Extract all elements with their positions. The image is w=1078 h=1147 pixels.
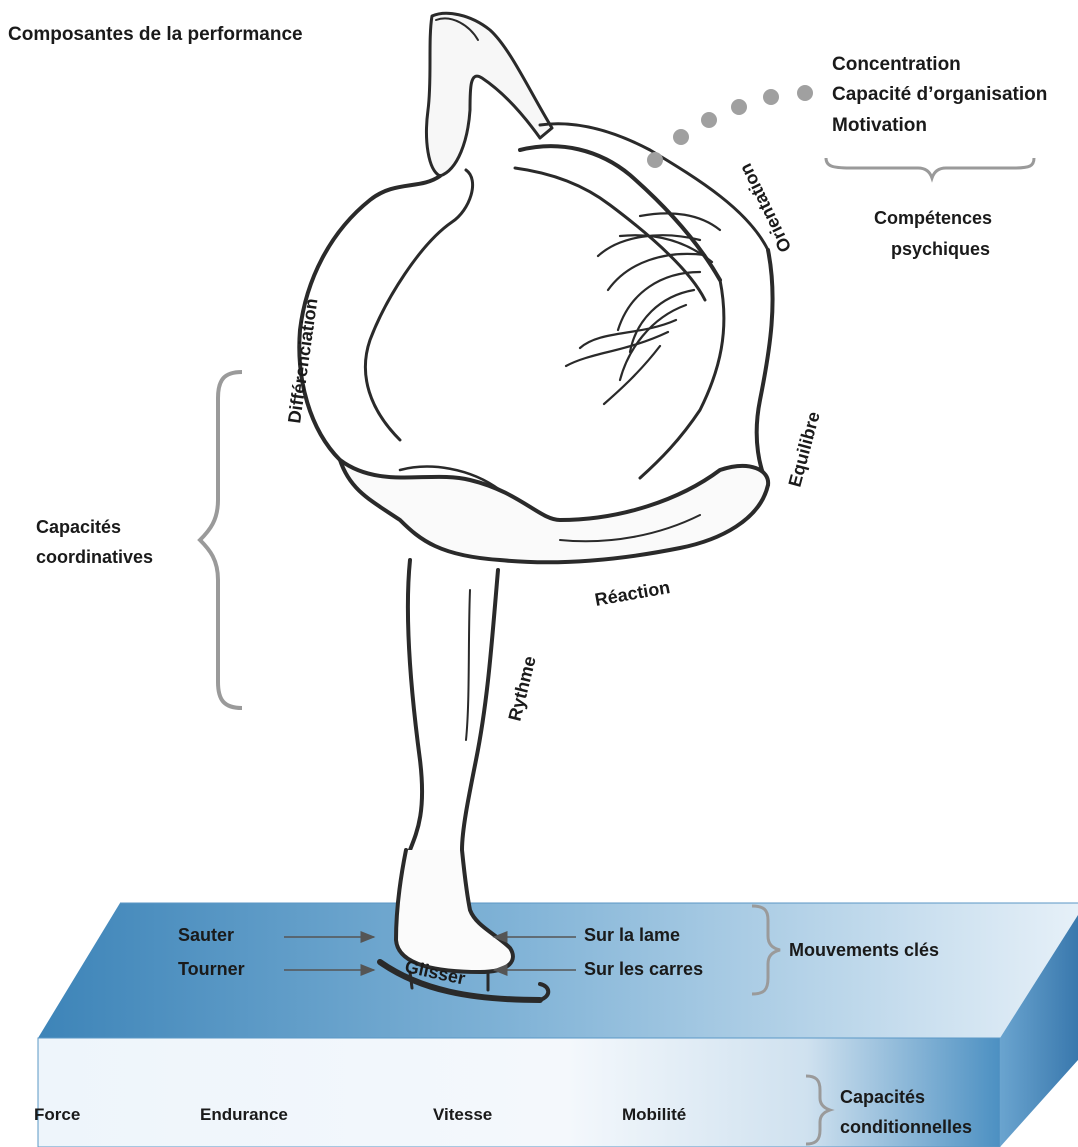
condition-vitesse: Vitesse [433,1105,492,1124]
label-differenciation: Différenciation [284,297,321,425]
psychic-item-organisation: Capacité d’organisation [832,84,1047,105]
label-equilibre: Equilibre [785,409,824,489]
movement-tourner: Tourner [178,959,245,979]
dot-6 [797,85,813,101]
movement-sur-la-lame: Sur la lame [584,925,680,945]
coordinative-group-label-1: Capacités [36,517,121,537]
hair-sketch [566,213,720,404]
psychic-group-label-1: Compétences [874,208,992,228]
label-reaction: Réaction [593,577,671,610]
label-rythme: Rythme [504,654,539,723]
condition-mobilite: Mobilité [622,1105,686,1124]
psychic-item-concentration: Concentration [832,54,961,75]
psychic-item-motivation: Motivation [832,115,927,136]
dot-4 [731,99,747,115]
dot-5 [763,89,779,105]
condition-endurance: Endurance [200,1105,288,1124]
conditional-group-label-2: conditionnelles [840,1117,972,1137]
dot-1 [647,152,663,168]
psychic-brace [826,158,1034,178]
dot-3 [701,112,717,128]
diagram-title: Composantes de la performance [8,24,303,45]
coordinative-group-label-2: coordinatives [36,547,153,567]
movement-sauter: Sauter [178,925,234,945]
dot-2 [673,129,689,145]
psychic-dots [647,85,813,168]
coordinative-brace [200,372,242,708]
key-movements-label: Mouvements clés [789,940,939,960]
label-orientation: Orientation [735,160,795,255]
condition-force: Force [34,1105,80,1124]
conditional-group-label-1: Capacités [840,1087,925,1107]
psychic-group-label-2: psychiques [891,239,990,259]
movement-sur-les-carres: Sur les carres [584,959,703,979]
skater-figure [299,13,772,1000]
